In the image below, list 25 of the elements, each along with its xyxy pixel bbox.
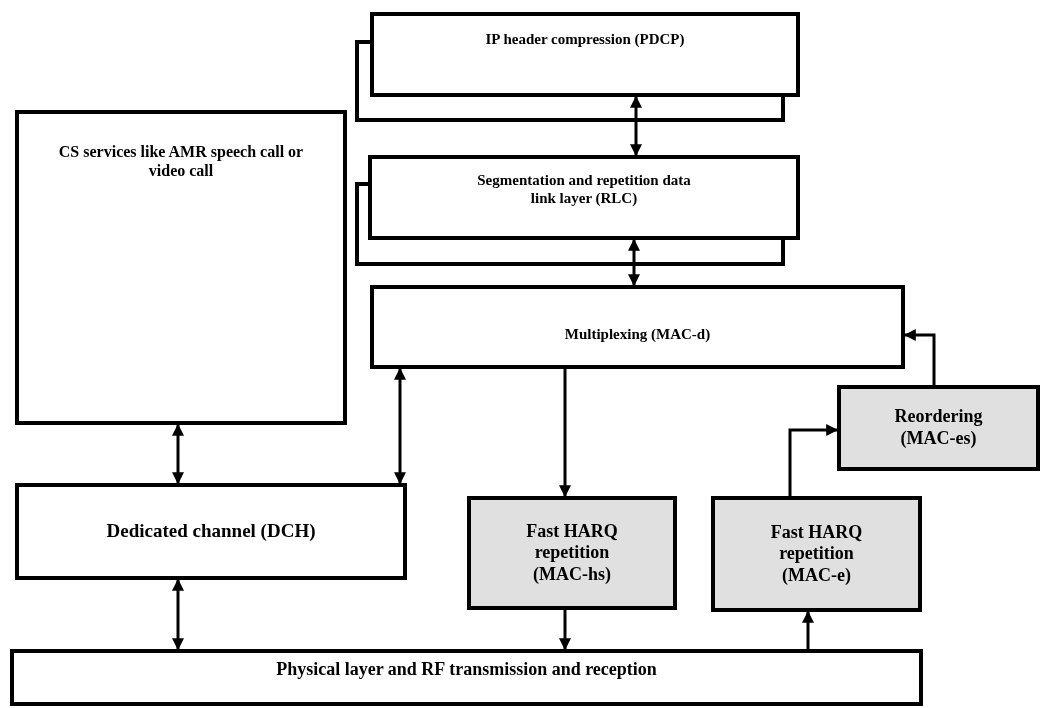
box-label: Segmentation and repetition data link layer (RLC) <box>476 171 692 207</box>
process-box <box>10 649 923 706</box>
box-label: Physical layer and RF transmission and reception <box>276 659 657 681</box>
process-box <box>15 110 347 425</box>
arrow <box>630 95 642 157</box>
box-label: Multiplexing (MAC-d) <box>564 325 711 343</box>
arrow <box>788 424 839 496</box>
process-box <box>711 496 922 612</box>
box-label: Fast HARQ repetition (MAC-hs) <box>525 520 619 586</box>
box-label: Reordering (MAC-es) <box>893 406 984 450</box>
box-label: CS services like AMR speech call or video call <box>57 142 305 181</box>
arrow <box>559 369 571 498</box>
arrow <box>559 610 571 651</box>
process-box <box>15 483 407 580</box>
arrow <box>394 367 406 485</box>
arrow <box>172 423 184 485</box>
arrow <box>802 610 814 649</box>
box-label: Fast HARQ repetition (MAC-e) <box>769 521 864 587</box>
box-label: IP header compression (PDCP) <box>485 30 685 48</box>
process-box <box>467 496 677 610</box>
arrow <box>628 238 640 287</box>
box-label: Dedicated channel (DCH) <box>106 520 316 543</box>
process-box <box>370 285 905 369</box>
arrow <box>172 578 184 651</box>
process-box <box>837 385 1040 471</box>
